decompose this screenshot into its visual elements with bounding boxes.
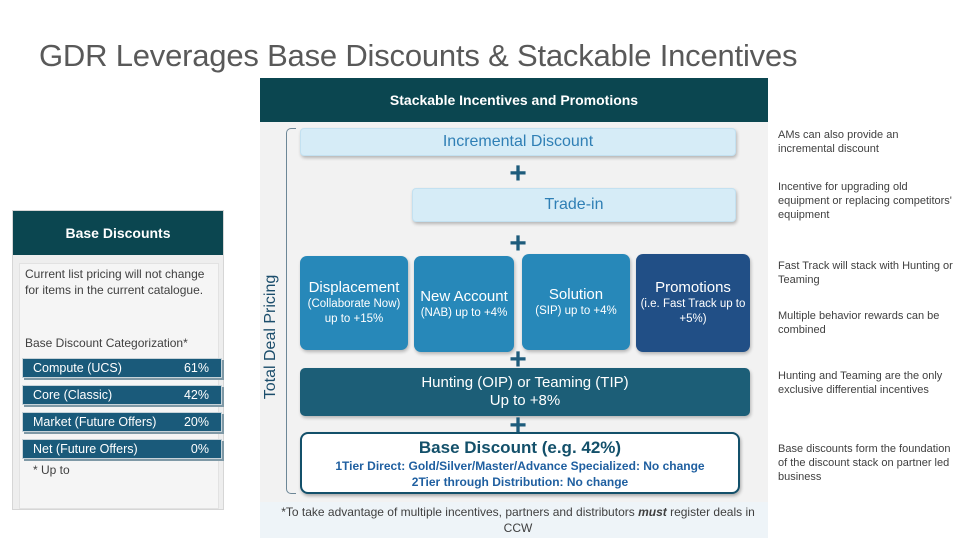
hunting-teaming-box: Hunting (OIP) or Teaming (TIP) Up to +8% [300,368,750,416]
tile-subtitle: (i.e. Fast Track up to +5%) [640,298,746,325]
category-compute: Compute (UCS) 61% [22,358,222,378]
note-fast-track: Fast Track will stack with Hunting or Te… [778,260,953,286]
tile-title: Displacement [308,279,400,296]
footnote-emphasis: must [638,505,667,519]
plus-icon: + [509,343,527,376]
category-market: Market (Future Offers) 20% [22,412,222,432]
category-value: 0% [190,442,209,456]
tile-title: Solution [548,285,604,303]
stack-header: Stackable Incentives and Promotions [260,78,768,122]
tile-title: New Account [420,287,508,305]
incremental-discount-box: Incremental Discount [300,128,736,156]
footnote-band [260,502,768,538]
base-discounts-description: Current list pricing will not change for… [25,267,205,297]
category-core: Core (Classic) 42% [22,385,222,405]
category-value: 42% [183,388,209,402]
category-value: 61% [183,361,209,375]
base-discounts-body: Current list pricing will not change for… [19,263,222,509]
footnote: *To take advantage of multiple incentive… [270,504,766,536]
base-discount-line2: 2Tier through Distribution: No change [411,475,629,489]
category-value: 20% [183,415,209,429]
bracket [286,128,296,494]
vertical-label-text: Total Deal Pricing [262,274,279,400]
note-hunting-teaming: Hunting and Teaming are the only exclusi… [778,370,943,396]
slide-title: GDR Leverages Base Discounts & Stackable… [39,38,798,73]
note-base-discounts: Base discounts form the foundation of th… [778,443,951,483]
note-behavior-rewards: Multiple behavior rewards can be combine… [778,310,940,336]
base-discounts-note: * Up to [33,463,70,477]
tile-subtitle: (SIP) up to +4% [535,304,617,317]
tile-subtitle: (NAB) up to +4% [420,306,508,319]
hunting-line2: Up to +8% [489,392,561,409]
categorization-label: Base Discount Categorization* [25,336,188,350]
category-name: Compute (UCS) [33,361,122,375]
footnote-pre: *To take advantage of multiple incentive… [281,505,639,519]
total-deal-pricing-label: Total Deal Pricing [260,262,282,412]
category-name: Core (Classic) [33,388,113,402]
tile-subtitle: (Collaborate Now) up to +15% [307,298,401,325]
hunting-line1: Hunting (OIP) or Teaming (TIP) [421,374,629,391]
category-name: Net (Future Offers) [33,442,138,456]
solution-tile: Solution (SIP) up to +4% [522,254,630,350]
base-discount-box: Base Discount (e.g. 42%) 1Tier Direct: G… [300,432,740,494]
category-name: Market (Future Offers) [33,415,157,429]
plus-icon: + [509,157,527,190]
base-discount-title: Base Discount (e.g. 42%) [418,438,622,457]
tile-title: Promotions [655,279,731,296]
base-discounts-panel: Base Discounts Current list pricing will… [12,210,224,510]
footnote-post: register deals in CCW [503,505,755,535]
note-incremental: AMs can also provide an incremental disc… [778,129,899,155]
base-discounts-header: Base Discounts [13,211,223,255]
new-account-tile: New Account (NAB) up to +4% [414,256,514,352]
promotions-tile: Promotions (i.e. Fast Track up to +5%) [636,254,750,352]
plus-icon: + [509,227,527,260]
trade-in-box: Trade-in [412,188,736,222]
displacement-tile: Displacement (Collaborate Now) up to +15… [300,256,408,350]
base-discount-line1: 1Tier Direct: Gold/Silver/Master/Advance… [335,459,705,473]
note-trade-in: Incentive for upgrading old equipment or… [778,181,952,221]
category-net: Net (Future Offers) 0% [22,439,222,459]
